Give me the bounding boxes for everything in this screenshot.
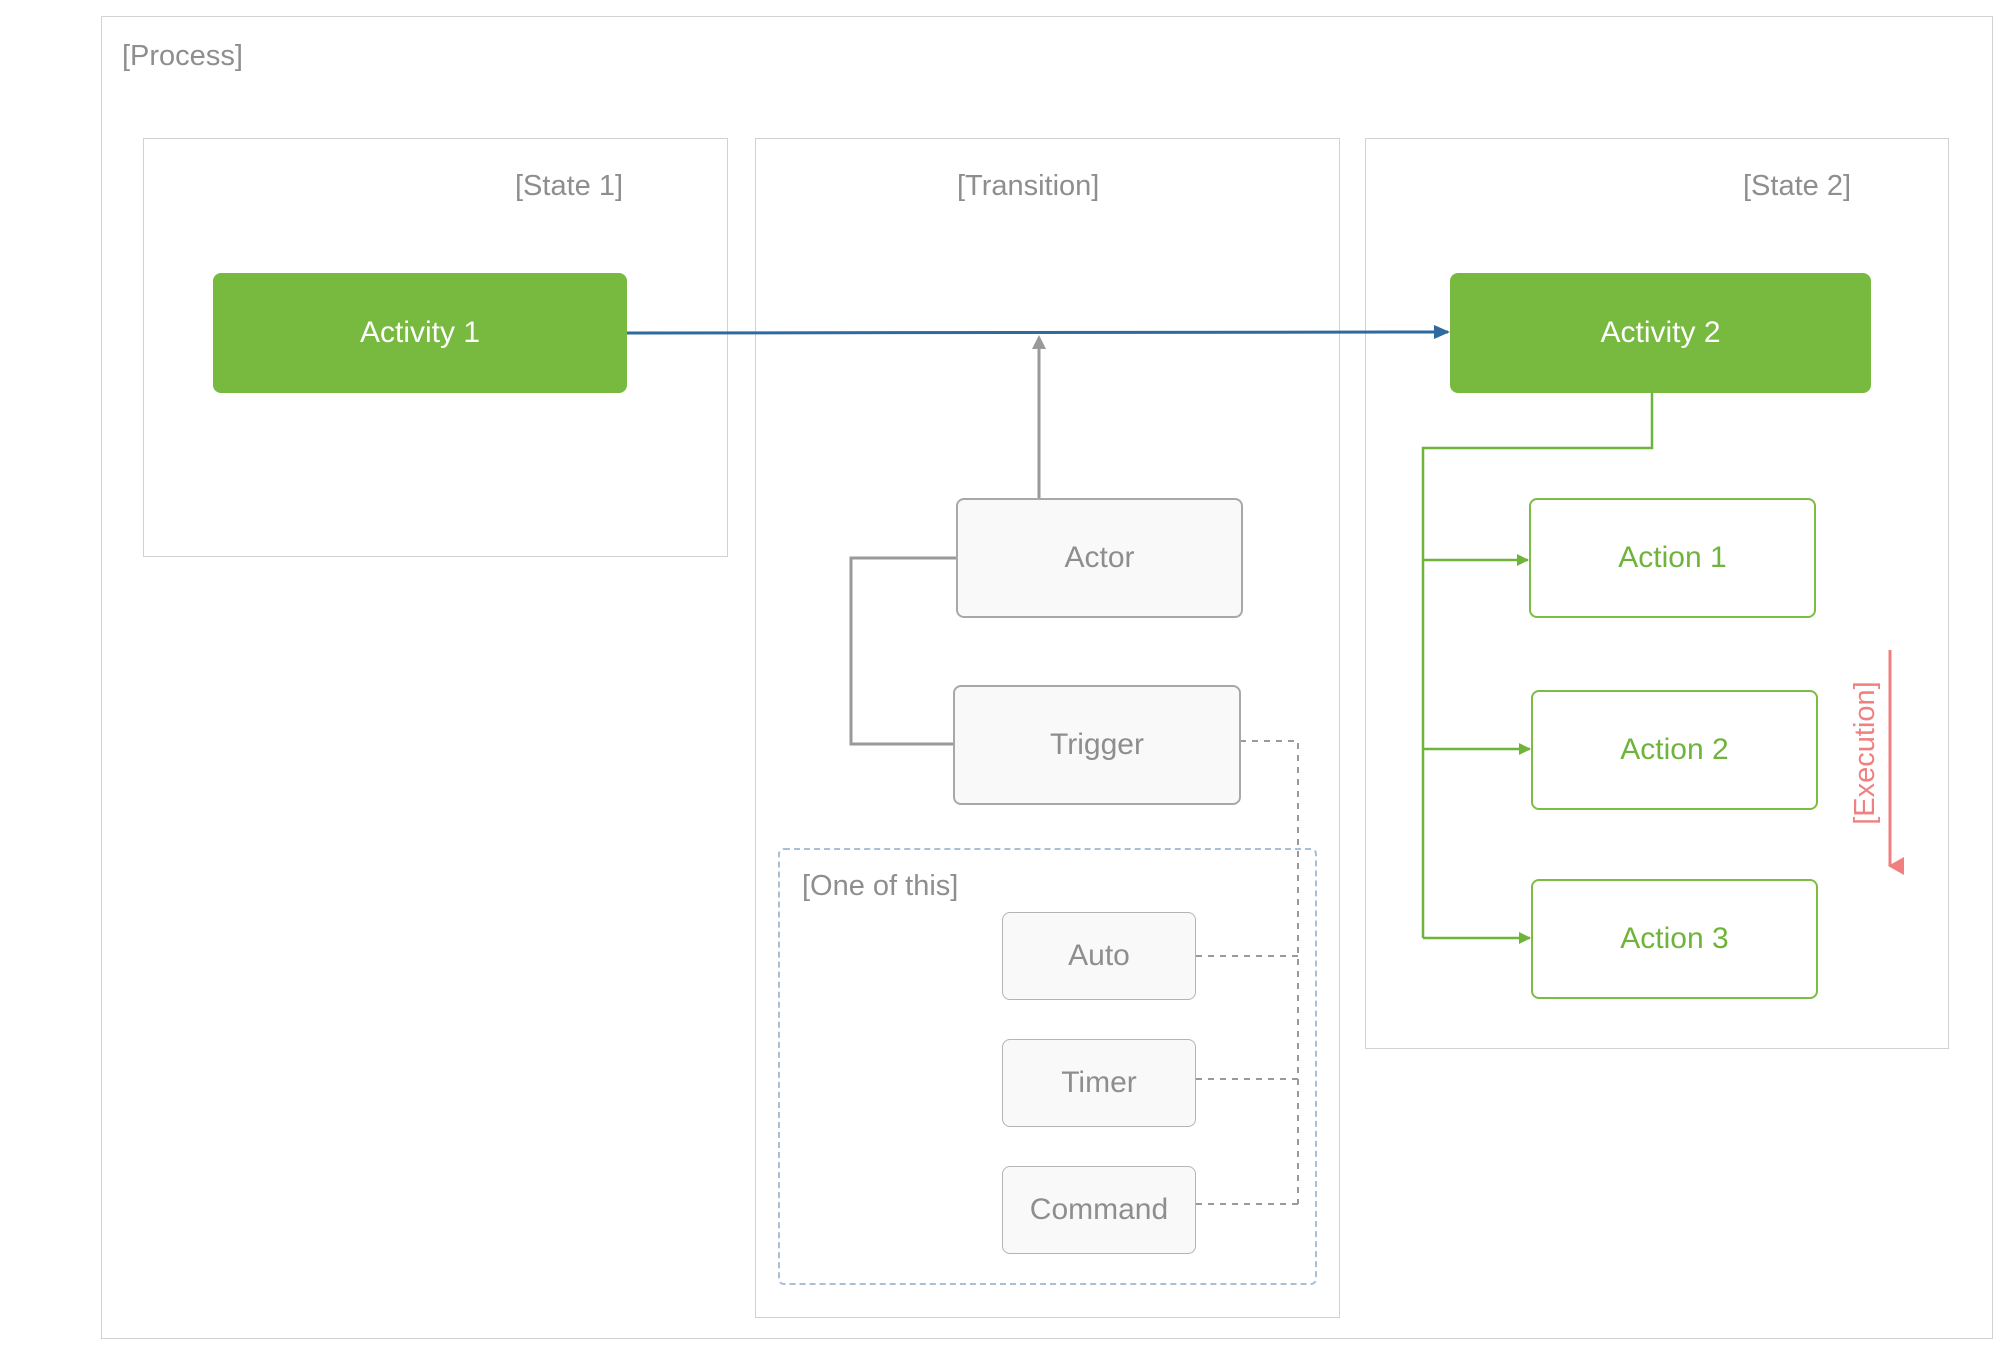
trigger-node[interactable]: Trigger (953, 685, 1241, 805)
action-3-node[interactable]: Action 3 (1531, 879, 1818, 999)
activity2-actions-connector (1421, 393, 1654, 938)
actor-node[interactable]: Actor (956, 498, 1243, 618)
one-of-group (778, 848, 1317, 1285)
state2-label: [State 2] (1743, 170, 1852, 202)
transition-label: [Transition] (957, 170, 1100, 202)
trigger-options-connector (1240, 740, 1299, 1204)
command-option-node[interactable]: Command (1002, 1166, 1196, 1254)
process-label: [Process] (122, 40, 243, 72)
timer-option-node[interactable]: Timer (1002, 1039, 1196, 1127)
action-2-node[interactable]: Action 2 (1531, 690, 1818, 810)
auto-option-node[interactable]: Auto (1002, 912, 1196, 1000)
one-of-group-label: [One of this] (802, 870, 959, 902)
activity-1-node[interactable]: Activity 1 (213, 273, 627, 393)
main-flow-arrow (625, 325, 1450, 340)
execution-label: [Execution] (1849, 681, 1881, 825)
activity-2-node[interactable]: Activity 2 (1450, 273, 1871, 393)
action-1-node[interactable]: Action 1 (1529, 498, 1816, 618)
state1-label: [State 1] (515, 170, 624, 202)
